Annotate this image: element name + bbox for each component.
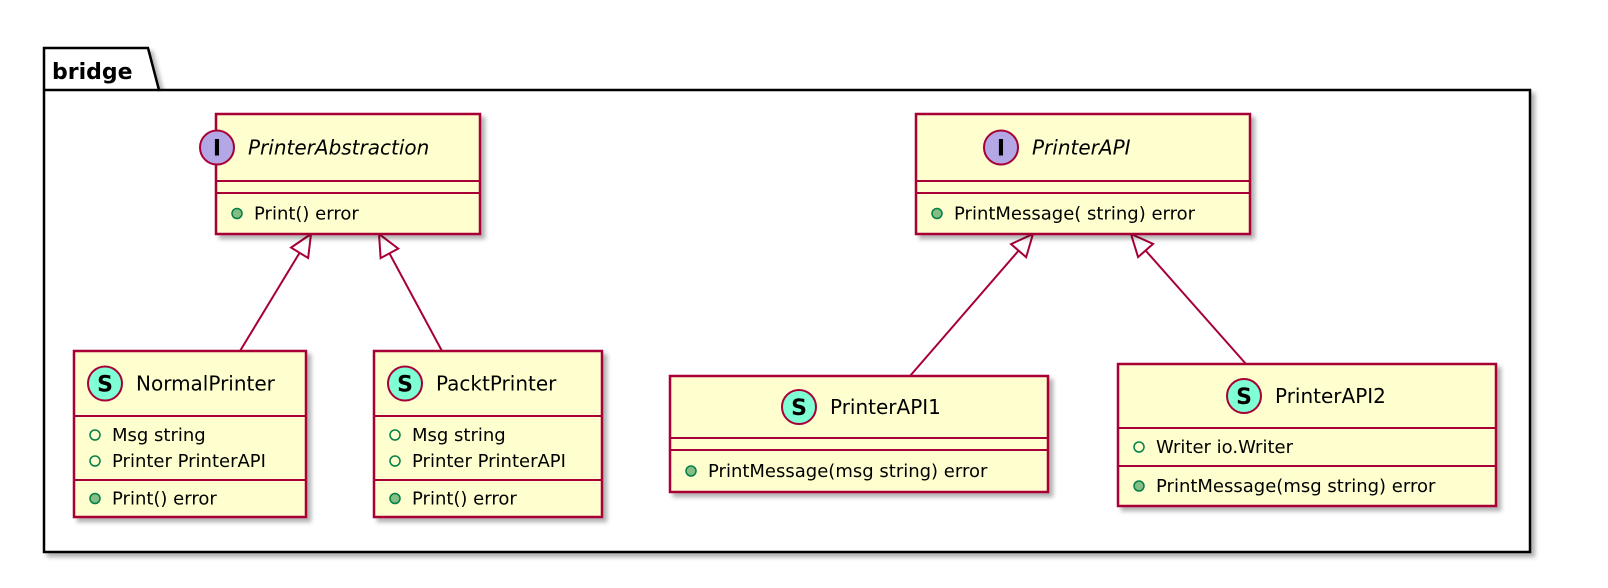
stereotype-letter: S (1236, 385, 1252, 410)
realization-arrow (1129, 232, 1247, 365)
public-method-icon (1133, 480, 1145, 492)
struct-badge-icon: S (387, 365, 423, 402)
class-name: NormalPrinter (136, 372, 276, 396)
method: PrintMessage( string) error (954, 204, 1196, 225)
method: Print() error (112, 489, 217, 510)
class-name: PrinterAPI (1032, 136, 1131, 160)
relation-line (909, 249, 1020, 377)
package-name: bridge (52, 60, 133, 85)
stereotype-letter: S (97, 373, 113, 398)
class-box (1116, 362, 1498, 508)
class-box (914, 112, 1252, 236)
public-field-icon (1133, 441, 1145, 453)
struct-badge-icon: S (781, 389, 817, 425)
public-field-icon (389, 429, 401, 441)
hollow-triangle-arrowhead (1129, 232, 1155, 259)
method: Print() error (254, 204, 359, 225)
relation-line (1144, 249, 1247, 365)
relation-line (239, 252, 301, 352)
public-field-icon (389, 455, 401, 467)
method: PrintMessage(msg string) error (1156, 476, 1436, 497)
stereotype-letter: S (791, 396, 807, 421)
realization-arrow (239, 231, 313, 352)
struct-badge-icon: S (1226, 378, 1262, 414)
method: Print() error (412, 489, 517, 510)
realization-arrow (909, 232, 1035, 377)
field: Writer io.Writer (1156, 437, 1294, 458)
public-method-icon (89, 492, 101, 505)
hollow-triangle-arrowhead (377, 231, 401, 260)
stereotype-letter: S (397, 373, 413, 398)
hollow-triangle-arrowhead (289, 231, 313, 260)
class-box (214, 112, 482, 236)
field: Msg string (112, 425, 206, 446)
public-method-icon (685, 465, 697, 477)
stereotype-letter: I (997, 137, 1005, 162)
class-name: PrinterAPI2 (1275, 384, 1386, 408)
field: Printer PrinterAPI (412, 451, 566, 472)
relations (239, 231, 1247, 377)
interface-badge-icon: I (983, 129, 1019, 166)
public-method-icon (389, 492, 401, 505)
public-method-icon (931, 207, 943, 220)
realization-arrow (377, 231, 443, 352)
struct-badge-icon: S (87, 365, 123, 402)
class-printer-api[interactable]: I PrinterAPI PrintMessage( string) error (914, 112, 1252, 236)
method: PrintMessage(msg string) error (708, 461, 988, 482)
relation-line (388, 252, 443, 352)
public-method-icon (231, 207, 243, 220)
field: Msg string (412, 425, 506, 446)
stereotype-letter: I (213, 137, 221, 162)
field: Printer PrinterAPI (112, 451, 266, 472)
public-field-icon (89, 455, 101, 467)
interface-badge-icon: I (199, 129, 235, 166)
class-name: PacktPrinter (436, 372, 557, 396)
class-name: PrinterAbstraction (248, 136, 429, 160)
hollow-triangle-arrowhead (1009, 232, 1035, 259)
public-field-icon (89, 429, 101, 441)
class-box (668, 374, 1050, 494)
class-name: PrinterAPI1 (830, 395, 941, 419)
